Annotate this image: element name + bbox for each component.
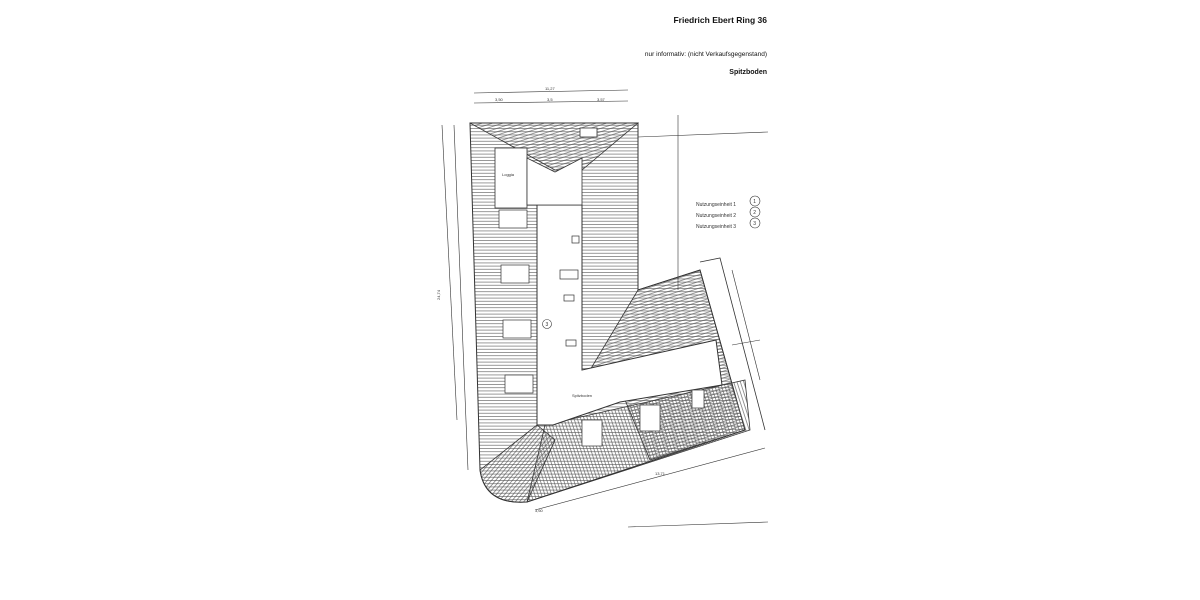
unit-marker-number: 3 [546,322,549,328]
legend-label-3: Nutzungseinheit 3 [696,224,736,230]
dim-top-c: 3,57 [597,97,606,102]
dim-left-total: 24,74 [436,289,441,300]
room-label-loggia: Loggia [502,172,515,177]
dim-bottom: 13,71 [655,471,666,476]
roof-outline [469,115,769,528]
info-note: nur informativ: (nicht Verkaufsgegenstan… [644,51,767,58]
dim-top-b: 3,5 [547,97,553,102]
legend-label-2: Nutzungseinheit 2 [696,213,736,219]
legend: Nutzungseinheit 1 Nutzungseinheit 2 Nutz… [696,195,761,230]
unit-marker [542,319,552,329]
legend-number-1: 1 [753,199,756,205]
document-title: Friedrich Ebert Ring 36 [673,15,767,25]
dimension-lines [441,89,766,511]
floor-label: Spitzboden [729,69,767,76]
dim-top-total: 11,27 [545,86,555,91]
dim-bottom-small: 3,60 [535,508,544,513]
legend-number-3: 3 [753,221,756,227]
room-label-spitzboden: Spitzboden [572,393,592,398]
legend-number-2: 2 [753,210,756,216]
legend-label-1: Nutzungseinheit 1 [696,202,736,208]
dim-top-a: 3,50 [495,97,504,102]
